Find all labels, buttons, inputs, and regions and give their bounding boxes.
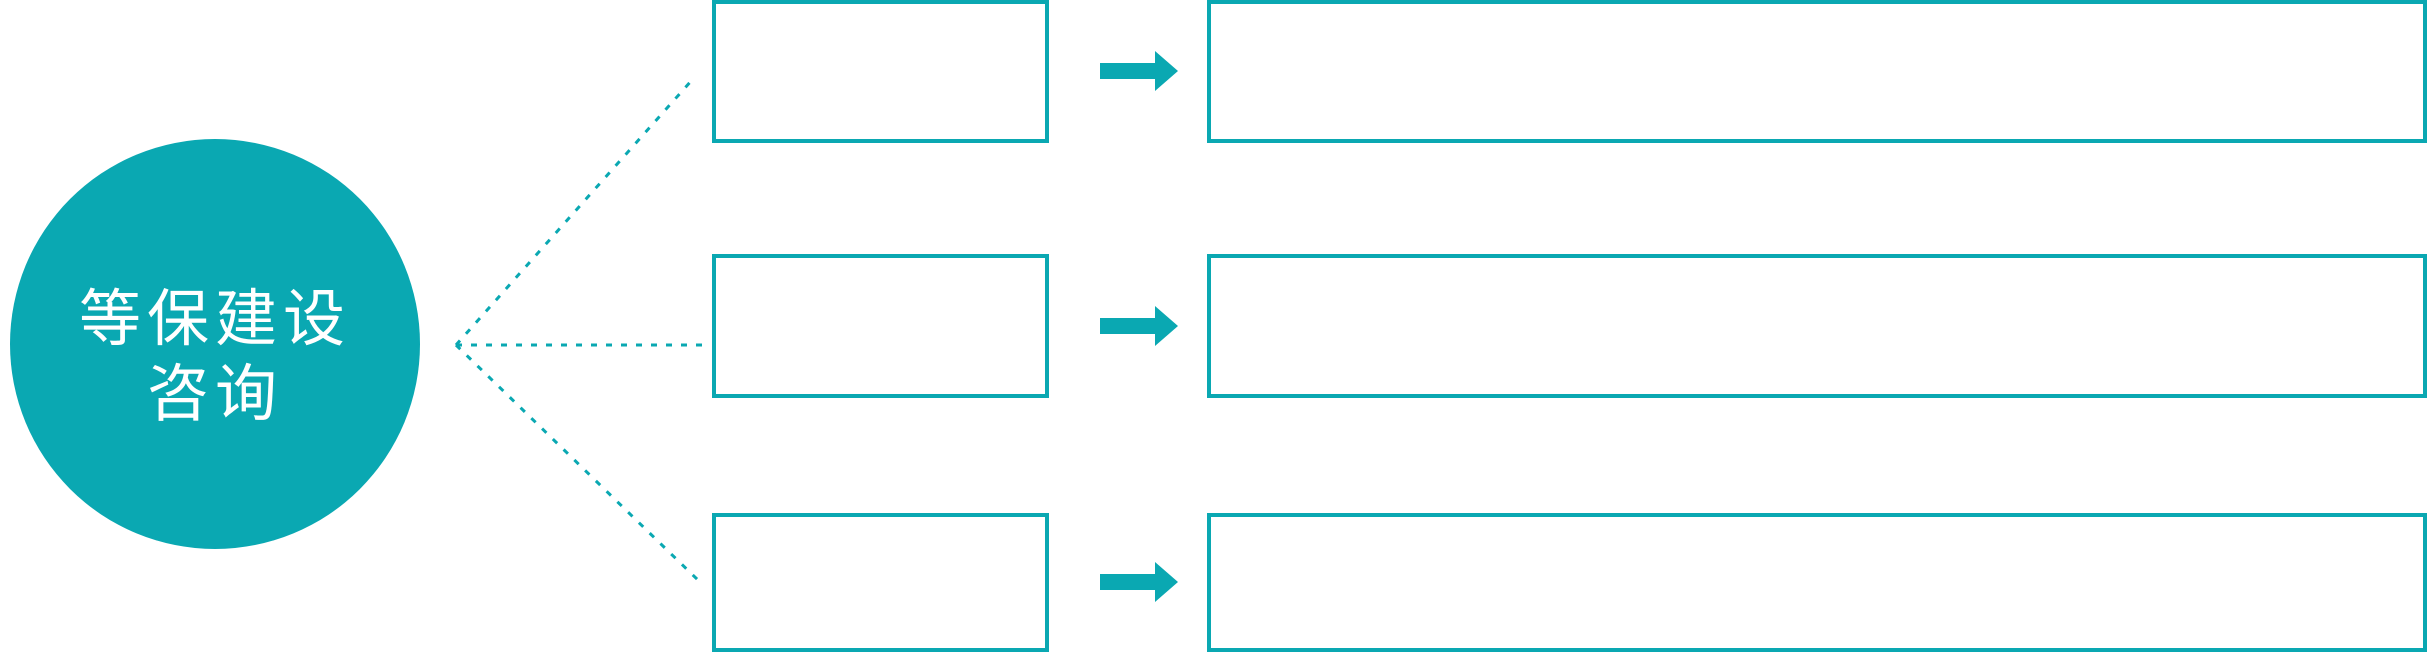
root-node-circle: 等保建设 咨询 bbox=[10, 139, 420, 549]
step-box-1 bbox=[712, 0, 1049, 143]
step-box-2 bbox=[712, 254, 1049, 398]
step-box-3 bbox=[712, 513, 1049, 652]
connector-line-bottom bbox=[454, 343, 702, 584]
root-node-label-line2: 咨询 bbox=[146, 360, 283, 429]
detail-box-3 bbox=[1207, 513, 2427, 652]
detail-box-1 bbox=[1207, 0, 2427, 143]
arrow-right-icon bbox=[1100, 306, 1178, 346]
connector-line-top bbox=[454, 79, 694, 346]
arrow-right-icon bbox=[1100, 51, 1178, 91]
detail-box-2 bbox=[1207, 254, 2427, 398]
arrow-right-icon bbox=[1100, 562, 1178, 602]
root-node-label-line1: 等保建设 bbox=[78, 285, 351, 354]
